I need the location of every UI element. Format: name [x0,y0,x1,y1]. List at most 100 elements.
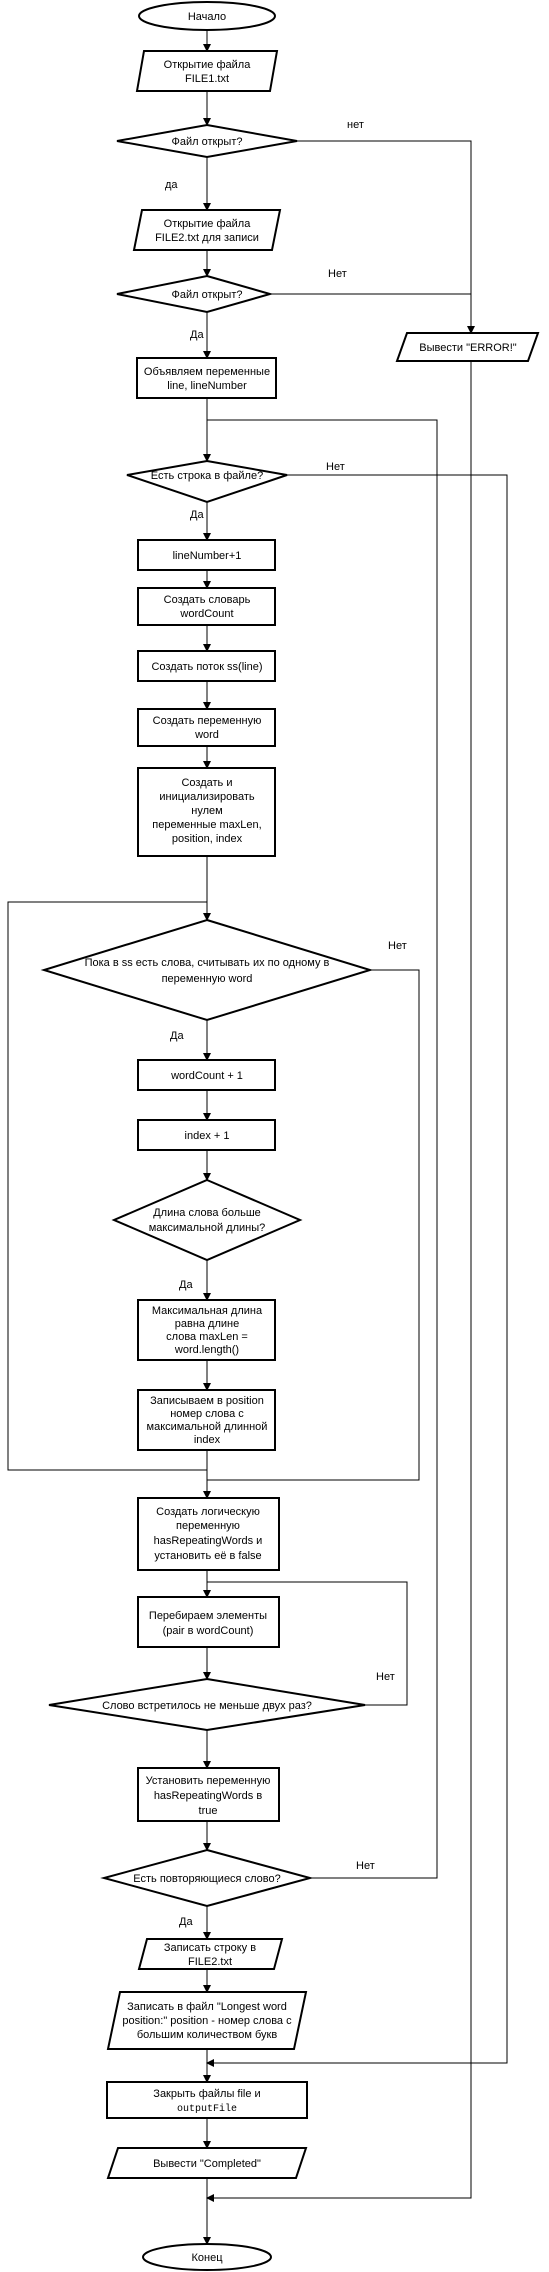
node-create-stream-text: Создать поток ss(line) [151,661,262,673]
node-has-line-text: Есть строка в файле? [151,470,263,482]
edge-check2-no [270,293,472,333]
label-no-3: Нет [326,461,345,473]
label-no-1: нет [347,119,364,131]
label-yes-5: Да [179,1279,193,1291]
node-create-dict: Создать словарь wordCount [137,587,276,626]
node-print-completed-text: Вывести "Completed" [153,2158,261,2170]
label-yes-1: да [165,179,178,191]
node-open-file1: Открытие файла FILE1.txt [135,50,279,92]
label-no-2: Нет [328,268,347,280]
node-set-true-line3: true [199,1805,218,1817]
node-create-word-var-line1: Создать переменную [153,715,262,727]
node-has-line: Есть строка в файле? [126,459,288,504]
node-loop-words: Пока в ss есть слова, считывать их по од… [40,918,374,1022]
node-iterate-pairs-line1: Перебираем элементы [149,1610,267,1622]
node-save-position-line2: номер слова с [170,1408,244,1420]
node-bool-var: Создать логическую переменную hasRepeati… [137,1497,280,1571]
node-index-inc: index + 1 [137,1119,276,1151]
node-create-word-var: Создать переменную word [137,708,276,747]
edges [7,30,508,2245]
node-bool-var-line1: Создать логическую [156,1506,260,1518]
node-init-vars-line1: Создать и [181,777,232,789]
node-write-line: Записать строку в FILE2.txt [137,1938,284,1970]
node-bool-var-line3: hasRepeatingWords и [154,1535,263,1547]
label-yes-2: Да [190,329,204,341]
node-open-file1-line2: FILE1.txt [185,73,229,85]
node-print-completed: Вывести "Completed" [106,2147,308,2179]
node-init-vars-line2: инициализировать [159,791,255,803]
node-write-longest: Записать в файл "Longest word position:"… [106,1991,308,2050]
node-write-longest-line2: position:" position - номер слова с [122,2015,292,2027]
node-set-true-line2: hasRepeatingWords в [154,1790,263,1802]
label-no-6: Нет [376,1671,395,1683]
node-inc-line-number-text: lineNumber+1 [173,550,242,562]
edge-loop-back [7,901,208,1471]
node-init-vars-line4: переменные maxLen, [152,819,261,831]
node-create-word-var-line2: word [194,729,219,741]
node-loop-words-line1: Пока в ss есть слова, считывать их по од… [85,957,330,969]
node-wordcount-inc: wordCount + 1 [137,1059,276,1091]
node-set-maxlen-line2: равна длине [175,1318,240,1330]
node-check-file2-open: Файл открыт? [116,274,274,314]
node-set-true: Установить переменную hasRepeatingWords … [137,1767,280,1822]
node-set-maxlen-line3: слова maxLen = [166,1331,248,1343]
edge-check1-no [297,140,475,334]
node-iterate-pairs-line2: (pair в wordCount) [163,1625,254,1637]
node-word-twice-check: Слово встретилось не меньше двух раз? [48,1677,366,1732]
node-open-file2-line1: Открытие файла [164,218,252,230]
node-save-position: Записываем в position номер слова с макс… [137,1389,276,1451]
node-write-longest-line1: Записать в файл "Longest word [127,2001,287,2013]
label-no-7: Нет [356,1860,375,1872]
label-yes-3: Да [190,509,204,521]
edge-repeat-no [207,419,438,1879]
node-start: Начало [138,1,276,31]
node-length-check-line1: Длина слова больше [153,1207,261,1219]
node-word-twice-check-text: Слово встретилось не меньше двух раз? [102,1700,312,1712]
node-wordcount-inc-text: wordCount + 1 [170,1070,243,1082]
edge-hasline-no [206,474,508,2067]
edge-error-end [206,361,472,2202]
node-set-true-line1: Установить переменную [146,1775,271,1787]
node-create-dict-line2: wordCount [179,608,233,620]
edge-loop-no [207,969,420,1481]
node-set-maxlen-line1: Максимальная длина [152,1305,263,1317]
node-init-vars-line3: нулем [191,805,222,817]
label-no-4: Нет [388,940,407,952]
node-write-line-line1: Записать строку в [164,1942,256,1954]
node-close-files-line2: outputFile [177,2103,237,2115]
node-print-error: Вывести "ERROR!" [395,332,540,362]
label-yes-7: Да [179,1916,193,1928]
node-declare-vars-line2: line, lineNumber [167,380,247,392]
node-close-files: Закрыть файлы file и outputFile [106,2081,308,2119]
node-end: Конец [142,2243,272,2271]
node-open-file2: Открытие файла FILE2.txt для записи [132,209,282,251]
node-close-files-line1: Закрыть файлы file и [153,2088,260,2100]
node-bool-var-line4: установить её в false [154,1550,261,1562]
node-end-text: Конец [191,2252,223,2264]
node-declare-vars-line1: Объявляем переменные [144,366,270,378]
node-iterate-pairs: Перебираем элементы (pair в wordCount) [137,1596,280,1648]
node-inc-line-number: lineNumber+1 [137,539,276,571]
node-length-check-line2: максимальной длины? [149,1222,266,1234]
node-check-file2-open-text: Файл открыт? [171,289,242,301]
node-create-stream: Создать поток ss(line) [137,650,276,682]
node-repeat-check: Есть повторяющиеся слово? [100,1848,314,1908]
edge-twice-no [207,1581,408,1706]
node-declare-vars: Объявляем переменные line, lineNumber [136,357,277,399]
node-set-maxlen-line4: word.length() [174,1344,239,1356]
node-open-file2-line2: FILE2.txt для записи [155,232,259,244]
node-length-check: Длина слова больше максимальной длины? [111,1178,303,1262]
node-init-vars: Создать и инициализировать нулем перемен… [137,767,276,857]
node-write-longest-line3: большим количеством букв [137,2029,278,2041]
node-loop-words-line2: переменную word [162,973,253,985]
node-start-text: Начало [188,11,226,23]
node-bool-var-line2: переменную [176,1520,240,1532]
node-set-maxlen: Максимальная длина равна длине слова max… [137,1299,276,1361]
node-open-file1-line1: Открытие файла [164,59,252,71]
node-save-position-line4: index [194,1434,221,1446]
node-write-line-line2: FILE2.txt [188,1956,232,1968]
node-check-file1-open-text: Файл открыт? [171,136,242,148]
node-save-position-line3: максимальной длинной [147,1421,268,1433]
node-init-vars-line5: position, index [172,833,243,845]
